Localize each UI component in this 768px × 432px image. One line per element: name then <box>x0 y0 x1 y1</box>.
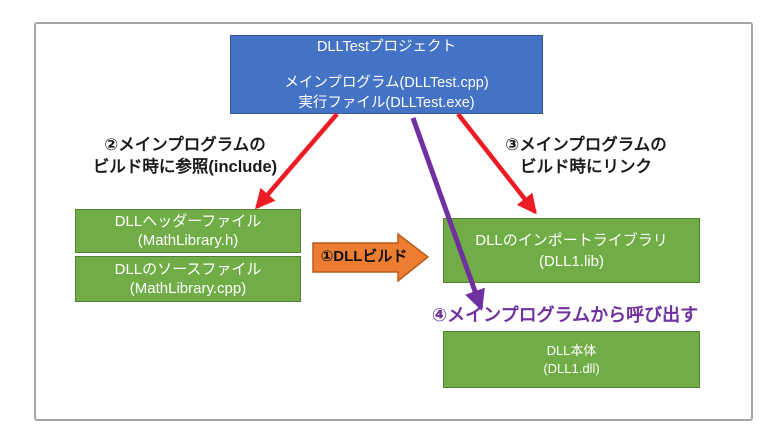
include-label-line2: ビルド時に参照(include) <box>92 158 278 176</box>
source-box-line2: (MathLibrary.cpp) <box>129 280 247 297</box>
dll-header-file-box: DLLヘッダーファイル (MathLibrary.h) <box>75 209 301 253</box>
project-box-main-program: メインプログラム(DLLTest.cpp) <box>284 74 489 91</box>
dll-body-line1: DLL本体 <box>546 342 597 358</box>
import-library-box: DLLのインポートライブラリ (DLL1.lib) <box>443 218 700 283</box>
project-box-title: DLLTestプロジェクト <box>316 38 457 55</box>
include-label-line1: ②メインプログラムの <box>104 136 266 154</box>
header-box-line2: (MathLibrary.h) <box>137 232 239 249</box>
label-include-reference: ②メインプログラムの ビルド時に参照(include) <box>60 134 310 178</box>
link-label-line2: ビルド時にリンク <box>520 158 652 176</box>
label-build-link: ③メインプログラムの ビルド時にリンク <box>476 134 696 178</box>
source-box-line1: DLLのソースファイル <box>114 261 262 278</box>
dll-body-box: DLL本体 (DLL1.dll) <box>443 331 700 388</box>
import-lib-line2: (DLL1.lib) <box>538 252 605 270</box>
header-box-line1: DLLヘッダーファイル <box>114 213 262 230</box>
dlltest-project-box: DLLTestプロジェクト メインプログラム(DLLTest.cpp) 実行ファ… <box>230 35 543 114</box>
label-call-from-main: ④メインプログラムから呼び出す <box>431 305 699 325</box>
project-box-exe-file: 実行ファイル(DLLTest.exe) <box>298 94 475 111</box>
dll-body-line2: (DLL1.dll) <box>543 360 600 376</box>
link-label-line1: ③メインプログラムの <box>505 136 667 154</box>
label-dll-build: ①DLLビルド <box>320 248 408 265</box>
dll-source-file-box: DLLのソースファイル (MathLibrary.cpp) <box>75 256 301 302</box>
import-lib-line1: DLLのインポートライブラリ <box>475 231 668 249</box>
